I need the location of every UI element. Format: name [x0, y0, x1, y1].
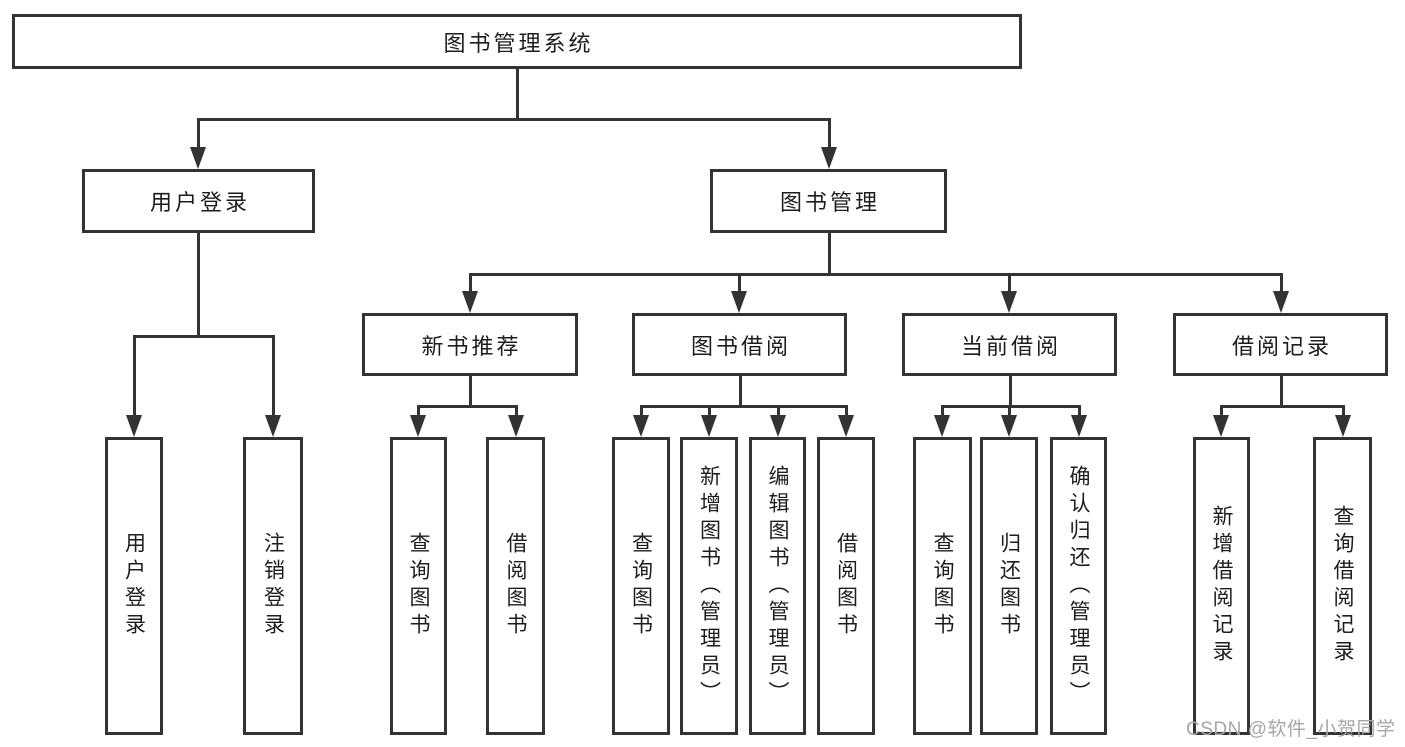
node-label: 借阅图书: [504, 532, 527, 640]
connector-shaft: [1341, 408, 1345, 419]
connector-shaft: [827, 121, 831, 151]
arrowhead-icon: [126, 415, 142, 437]
arrowhead-icon: [1071, 415, 1087, 437]
node-label: 借阅记录: [1231, 333, 1332, 359]
connector-shaft: [271, 338, 275, 419]
connector-rail: [639, 405, 848, 408]
node-query-books-borrowing: 查询图书: [612, 437, 670, 735]
arrowhead-icon: [701, 415, 717, 437]
node-book-borrowing: 图书借阅: [632, 313, 847, 376]
node-logout: 注销登录: [243, 437, 303, 735]
connector-rail: [940, 405, 1081, 408]
connector-stem: [827, 233, 831, 276]
node-query-books-current: 查询图书: [913, 437, 972, 735]
connector-stem: [1008, 376, 1012, 408]
node-label: 图书管理系统: [443, 30, 594, 56]
arrowhead-icon: [838, 415, 854, 437]
node-book-management: 图书管理: [710, 169, 947, 233]
arrowhead-icon: [770, 415, 786, 437]
connector-rail: [468, 273, 1283, 276]
arrowhead-icon: [934, 415, 950, 437]
node-new-book-recommendation: 新书推荐: [362, 313, 578, 376]
node-label: 查询图书: [629, 532, 653, 640]
node-query-books-recommend: 查询图书: [390, 437, 447, 735]
node-label: 确认归还（管理员）: [1067, 464, 1090, 708]
node-user-login: 用户登录: [82, 169, 315, 233]
arrowhead-icon: [1213, 415, 1229, 437]
connector-shaft: [1007, 408, 1011, 419]
node-label: 借阅图书: [834, 532, 858, 640]
arrowhead-icon: [821, 147, 837, 169]
node-edit-books-admin: 编辑图书（管理员）: [749, 437, 806, 735]
arrowhead-icon: [410, 415, 426, 437]
connector-shaft: [1007, 276, 1011, 295]
connector-shaft: [416, 408, 420, 419]
node-borrow-books-borrowing: 借阅图书: [817, 437, 875, 735]
connector-shaft: [737, 276, 741, 295]
connector-shaft: [639, 408, 643, 419]
arrowhead-icon: [265, 415, 281, 437]
connector-shaft: [514, 408, 518, 419]
node-label: 查询图书: [407, 532, 430, 640]
connector-shaft: [776, 408, 780, 419]
connector-stem: [468, 376, 472, 408]
connector-shaft: [707, 408, 711, 419]
arrowhead-icon: [633, 415, 649, 437]
arrowhead-icon: [1001, 291, 1017, 313]
csdn-watermark: CSDN @软件_小贺同学: [1186, 719, 1396, 740]
connector-shaft: [1219, 408, 1223, 419]
node-return-books: 归还图书: [980, 437, 1038, 735]
connector-shaft: [844, 408, 848, 419]
node-label: 新增借阅记录: [1210, 505, 1233, 667]
arrowhead-icon: [1335, 415, 1351, 437]
arrowhead-icon: [731, 291, 747, 313]
node-current-borrowing: 当前借阅: [902, 313, 1117, 376]
node-label: 当前借阅: [960, 333, 1061, 359]
arrowhead-icon: [1273, 291, 1289, 313]
node-query-borrowing-record: 查询借阅记录: [1313, 437, 1372, 735]
node-borrow-books-recommend: 借阅图书: [486, 437, 545, 735]
node-label: 新书推荐: [421, 333, 522, 359]
arrowhead-icon: [508, 415, 524, 437]
connector-stem: [738, 376, 742, 408]
node-user-login-action: 用户登录: [105, 437, 163, 735]
node-label: 查询图书: [931, 532, 954, 640]
connector-stem: [1279, 376, 1283, 408]
connector-rail: [196, 118, 831, 121]
node-library-management-system: 图书管理系统: [12, 14, 1022, 69]
node-label: 用户登录: [149, 190, 250, 215]
connector-shaft: [196, 121, 200, 151]
arrowhead-icon: [190, 147, 206, 169]
node-label: 查询借阅记录: [1331, 505, 1354, 667]
node-label: 图书管理: [779, 190, 880, 215]
connector-stem: [196, 233, 200, 338]
node-label: 图书借阅: [690, 333, 791, 359]
node-label: 编辑图书（管理员）: [766, 464, 789, 708]
connector-shaft: [940, 408, 944, 419]
connector-rail: [416, 405, 518, 408]
node-add-borrowing-record: 新增借阅记录: [1193, 437, 1250, 735]
node-label: 归还图书: [997, 532, 1021, 640]
node-borrowing-records: 借阅记录: [1173, 313, 1388, 376]
connector-shaft: [468, 276, 472, 295]
node-confirm-return-admin: 确认归还（管理员）: [1050, 437, 1107, 735]
connector-shaft: [1279, 276, 1283, 295]
connector-stem: [515, 69, 519, 121]
connector-rail: [1219, 405, 1345, 408]
node-label: 新增图书（管理员）: [697, 464, 721, 708]
node-label: 注销登录: [261, 532, 285, 640]
node-add-books-admin: 新增图书（管理员）: [680, 437, 738, 735]
connector-rail: [132, 335, 275, 338]
arrowhead-icon: [462, 291, 478, 313]
node-label: 用户登录: [122, 532, 146, 640]
arrowhead-icon: [1001, 415, 1017, 437]
connector-shaft: [132, 338, 136, 419]
connector-shaft: [1077, 408, 1081, 419]
